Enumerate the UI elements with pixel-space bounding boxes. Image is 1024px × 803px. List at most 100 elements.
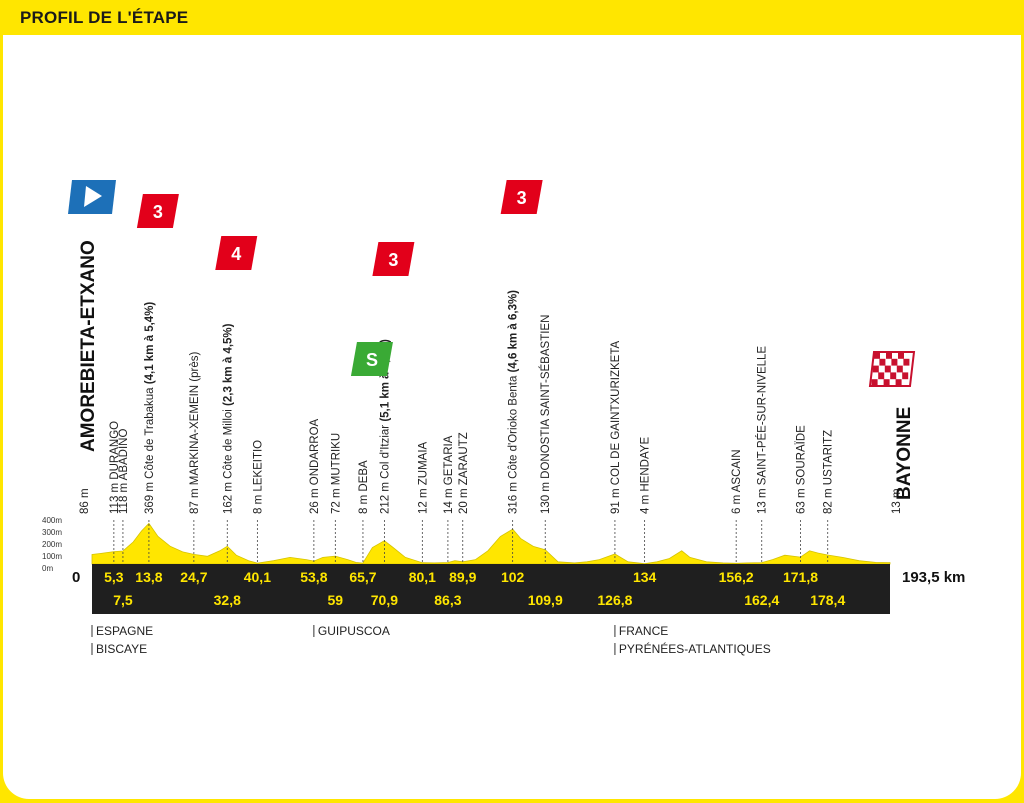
climb-category-badge — [500, 180, 543, 214]
waypoint-label-part: 4 m HENDAYE — [640, 437, 652, 514]
km-marker-bottom: 32,8 — [214, 592, 241, 608]
waypoint-label: 113 m DURANGO — [109, 421, 121, 514]
waypoint-label: 118 m ABADIÑO — [117, 429, 130, 514]
waypoint-label: 369 m Côte de Trabakua (4,1 km à 5,4%) — [144, 302, 156, 514]
finish-flag-square — [902, 372, 909, 380]
climb-category-badge — [372, 242, 415, 276]
badge-text: S — [366, 350, 378, 370]
finish-flag-square — [883, 379, 890, 386]
finish-flag-square — [872, 365, 879, 373]
km-marker-top: 13,8 — [135, 569, 162, 585]
waypoint-label-part: 130 m DONOSTIA SAINT-SÉBASTIEN — [539, 315, 552, 514]
climb-category-badge — [136, 194, 179, 228]
km-marker-top: 80,1 — [409, 569, 436, 585]
finish-flag-square — [871, 379, 878, 386]
finish-flag-square — [874, 352, 880, 359]
waypoint-label-part: 316 m Côte d'Orioko Benta — [508, 375, 520, 514]
km-marker-bottom: 70,9 — [371, 592, 398, 608]
km-marker-bottom: 7,5 — [113, 592, 133, 608]
km-marker-bottom: 86,3 — [434, 592, 461, 608]
finish-flag-square — [879, 358, 886, 366]
waypoint-label-part: 6 m ASCAIN — [731, 449, 743, 514]
elevation-area — [91, 522, 891, 565]
badge-text: 4 — [231, 244, 241, 264]
waypoint-label: 14 m GETARIA — [443, 435, 455, 514]
sprint-badge — [350, 342, 393, 376]
waypoint-label: 162 m Côte de Milloi (2,3 km à 4,5%) — [222, 323, 234, 514]
waypoint-label-part: (4,6 km à 6,3%) — [508, 290, 520, 376]
waypoint-label-part: 8 m LEKEITIO — [252, 440, 264, 514]
waypoint-label: 91 m COL DE GAINTXURIZKETA — [610, 341, 622, 514]
waypoint-label-part: 87 m MARKINA-XEMEIN (près) — [189, 352, 201, 514]
start-elevation-label: 86 m — [79, 488, 91, 514]
waypoint-label-part: 86 m — [79, 488, 91, 514]
waypoint-label: 6 m ASCAIN — [731, 449, 743, 514]
waypoint-label-part: (4,1 km à 5,4%) — [144, 302, 156, 388]
waypoint-label-part: 14 m GETARIA — [443, 435, 455, 514]
finish-place-name: BAYONNE — [894, 407, 915, 500]
region-label: FRANCE — [619, 624, 668, 638]
km-marker-top: 65,7 — [349, 569, 376, 585]
waypoint-label-part: 13 m — [891, 488, 903, 514]
finish-flag-square — [891, 358, 898, 366]
elevation-scale-label: 400m — [42, 516, 62, 525]
waypoint-label-part: 82 m USTARITZ — [823, 430, 835, 514]
km-marker-top: 40,1 — [244, 569, 271, 585]
start-triangle-icon — [84, 186, 102, 207]
finish-checkered-flag-icon — [868, 351, 916, 387]
km-marker-top: 24,7 — [180, 569, 207, 585]
waypoint-label: 87 m MARKINA-XEMEIN (près) — [189, 352, 201, 514]
waypoint-label: 72 m MUTRIKU — [330, 433, 342, 514]
waypoint-label-part: 26 m ONDARROA — [309, 418, 321, 514]
waypoint-label-part: 162 m Côte de Milloi — [222, 409, 234, 514]
km-marker-top: 89,9 — [449, 569, 476, 585]
km-marker-top: 134 — [633, 569, 657, 585]
waypoint-label-part: 91 m COL DE GAINTXURIZKETA — [610, 341, 622, 514]
waypoint-label: 63 m SOURAÏDE — [796, 425, 808, 514]
km-marker-bottom: 109,9 — [528, 592, 563, 608]
region-label: ESPAGNE — [96, 624, 153, 638]
waypoint-label-part: 212 m Col d'Itziar — [379, 425, 391, 514]
waypoint-label: 316 m Côte d'Orioko Benta (4,6 km à 6,3%… — [508, 290, 520, 514]
region-label: BISCAYE — [96, 642, 147, 656]
region-label: GUIPUSCOA — [318, 624, 390, 638]
waypoint-label-part: 8 m DEBA — [358, 460, 370, 514]
finish-flag-square — [886, 352, 892, 359]
distance-band — [92, 564, 890, 614]
km-marker-top: 53,8 — [300, 569, 327, 585]
elevation-scale-label: 100m — [42, 552, 62, 561]
badge-text: 3 — [388, 250, 398, 270]
finish-flag-square — [903, 358, 910, 366]
km-marker-top: 156,2 — [719, 569, 754, 585]
waypoint-label-part: 113 m DURANGO — [109, 421, 121, 514]
badge-text: 3 — [517, 188, 527, 208]
km-marker-bottom: 59 — [328, 592, 344, 608]
waypoint-label-part: 13 m SAINT-PÉE-SUR-NIVELLE — [756, 346, 769, 514]
waypoint-label: 13 m SAINT-PÉE-SUR-NIVELLE — [756, 346, 769, 514]
waypoint-label: 8 m LEKEITIO — [252, 440, 264, 514]
waypoint-label-part: 72 m MUTRIKU — [330, 433, 342, 514]
waypoint-label: 26 m ONDARROA — [309, 418, 321, 514]
badge-text: 3 — [153, 202, 163, 222]
finish-flag-square — [884, 365, 891, 373]
elevation-scale-label: 200m — [42, 540, 62, 549]
km-marker-bottom: 178,4 — [810, 592, 845, 608]
waypoint-label-part: (2,3 km à 4,5%) — [222, 323, 234, 409]
waypoint-label: 130 m DONOSTIA SAINT-SÉBASTIEN — [539, 315, 552, 514]
waypoint-label-part: 20 m ZARAUTZ — [458, 432, 470, 514]
km-marker-bottom: 162,4 — [744, 592, 779, 608]
waypoint-label: 82 m USTARITZ — [823, 430, 835, 514]
finish-flag-square — [895, 379, 902, 386]
climb-category-badge — [215, 236, 258, 270]
total-distance-label: 193,5 km — [902, 569, 965, 586]
waypoint-label: 12 m ZUMAIA — [417, 441, 429, 514]
waypoint-label-part: 118 m ABADIÑO — [117, 429, 130, 514]
waypoint-label-part: 369 m Côte de Trabakua — [144, 387, 156, 514]
finish-elevation-label: 13 m — [891, 488, 903, 514]
waypoint-label-part: 12 m ZUMAIA — [417, 441, 429, 514]
profile-panel — [3, 35, 1021, 799]
elevation-scale-label: 0m — [42, 564, 53, 573]
km-marker-top: 5,3 — [104, 569, 124, 585]
